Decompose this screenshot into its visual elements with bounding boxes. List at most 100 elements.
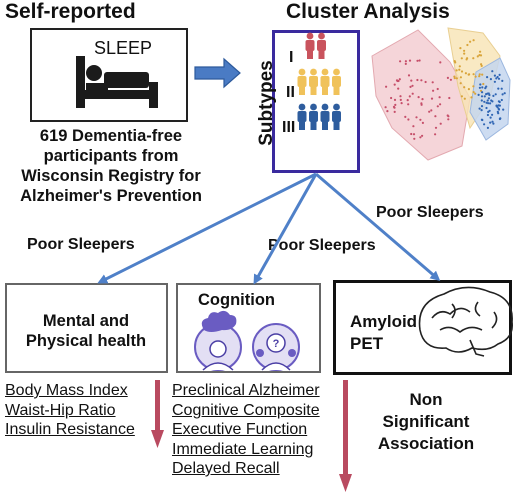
self-reported-heading: Self-reported: [5, 0, 136, 23]
arrow-label-middle: Poor Sleepers: [268, 237, 376, 254]
scatter-point: [489, 121, 492, 124]
scatter-point: [460, 95, 463, 98]
scatter-point: [420, 102, 423, 105]
participants-line: Wisconsin Registry for: [21, 167, 201, 185]
scatter-point: [393, 98, 397, 101]
scatter-point: [496, 110, 499, 113]
scatter-point: [419, 118, 422, 121]
scatter-point: [434, 133, 437, 136]
scatter-point: [419, 136, 422, 139]
scatter-point: [478, 75, 481, 78]
scatter-point: [480, 109, 483, 112]
scatter-point: [486, 126, 489, 129]
scatter-point: [491, 70, 494, 73]
scatter-point: [489, 102, 492, 105]
scatter-point: [430, 109, 433, 112]
person-icon: [297, 103, 307, 130]
arrow-to-cognition: [253, 173, 318, 285]
scatter-point: [498, 73, 501, 76]
scatter-point: [416, 78, 419, 82]
cluster-scatter-plot: [371, 27, 511, 161]
scatter-point: [481, 118, 484, 122]
scatter-point: [400, 102, 403, 105]
cognition-icons: ?: [194, 310, 300, 371]
scatter-point: [399, 98, 402, 101]
scatter-point: [486, 113, 489, 117]
list-item: Body Mass Index: [5, 382, 128, 399]
scatter-point: [478, 107, 481, 110]
scatter-point: [394, 103, 397, 106]
scatter-point: [438, 96, 441, 99]
scatter-point: [447, 118, 450, 121]
person-icon: [309, 68, 318, 95]
scatter-point: [439, 61, 442, 64]
person-icon: [317, 32, 326, 59]
scatter-point: [453, 75, 456, 78]
scatter-point: [466, 57, 469, 60]
scatter-point: [399, 95, 402, 98]
scatter-point: [407, 74, 411, 77]
scatter-point: [481, 86, 484, 89]
scatter-point: [463, 97, 466, 100]
scatter-point: [431, 81, 434, 84]
scatter-point: [503, 92, 506, 95]
scatter-point: [460, 57, 463, 60]
scatter-point: [501, 79, 504, 82]
participants-line: 619 Dementia-free: [39, 127, 183, 145]
participants-line: participants from: [43, 147, 179, 165]
cluster-analysis-heading: Cluster Analysis: [286, 0, 450, 23]
scatter-point: [463, 52, 466, 55]
scatter-point: [469, 40, 472, 43]
scatter-point: [497, 100, 500, 103]
scatter-point: [497, 87, 500, 90]
scatter-point: [478, 86, 481, 89]
to-cluster-arrow: [194, 57, 241, 89]
scatter-point: [439, 103, 442, 106]
trend-arrow-cognition: [339, 380, 352, 492]
scatter-point: [446, 76, 449, 79]
scatter-point: [399, 60, 402, 63]
scatter-point: [430, 97, 434, 100]
scatter-point: [464, 72, 467, 75]
scatter-point: [488, 109, 491, 112]
scatter-point: [486, 92, 489, 95]
scatter-point: [409, 85, 412, 88]
list-item: Cognitive Composite: [172, 401, 320, 419]
scatter-point: [432, 89, 435, 92]
scatter-point: [428, 110, 431, 113]
scatter-point: [448, 96, 451, 100]
scatter-point: [417, 96, 420, 99]
bed-icon: [76, 56, 158, 108]
scatter-point: [458, 68, 461, 71]
scatter-point: [500, 98, 503, 102]
scatter-point: [463, 86, 466, 89]
scatter-point: [487, 97, 490, 100]
scatter-point: [415, 116, 418, 119]
scatter-point: [476, 55, 479, 58]
scatter-point: [472, 39, 475, 42]
scatter-point: [418, 59, 421, 62]
scatter-point: [421, 121, 424, 124]
scatter-point: [458, 65, 461, 68]
person-icon: [309, 103, 318, 130]
scatter-point: [459, 76, 462, 79]
scatter-point: [478, 54, 481, 57]
scatter-point: [411, 92, 414, 95]
scatter-point: [496, 75, 499, 79]
scatter-point: [393, 83, 396, 86]
scatter-point: [501, 93, 504, 96]
scatter-point: [404, 60, 407, 63]
scatter-point: [489, 78, 492, 81]
scatter-point: [478, 73, 481, 76]
scatter-point: [436, 105, 439, 108]
scatter-point: [495, 77, 498, 80]
scatter-point: [421, 134, 424, 137]
scatter-point: [481, 73, 484, 76]
person-head-icon: [209, 340, 227, 358]
subtype-row-label: I: [289, 49, 294, 66]
subtype-row-label: II: [286, 84, 295, 101]
scatter-point: [492, 122, 495, 125]
scatter-point: [483, 123, 486, 126]
scatter-point: [488, 93, 491, 97]
scatter-point: [497, 104, 500, 107]
